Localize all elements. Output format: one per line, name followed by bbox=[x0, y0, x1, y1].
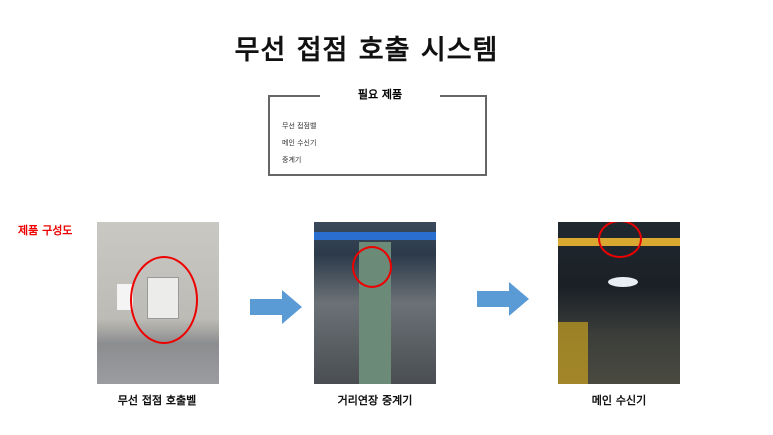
page-title: 무선 접점 호출 시스템 bbox=[234, 35, 499, 66]
step-caption: 거리연장 중계기 bbox=[337, 394, 413, 407]
arrow-right-icon bbox=[477, 282, 529, 316]
section-label: 제품 구성도 bbox=[18, 224, 73, 237]
repeater-photo bbox=[314, 222, 436, 384]
main-receiver-photo bbox=[558, 222, 680, 384]
call-bell-photo bbox=[97, 222, 219, 384]
product-item: 중계기 bbox=[282, 156, 302, 164]
step-caption: 무선 접점 호출벨 bbox=[117, 394, 197, 407]
step-caption: 메인 수신기 bbox=[591, 394, 647, 407]
required-products-label: 필요 제품 bbox=[320, 86, 440, 102]
product-item: 메인 수신기 bbox=[282, 139, 317, 147]
product-item: 무선 접점벨 bbox=[282, 122, 317, 130]
arrow-right-icon bbox=[250, 290, 302, 324]
